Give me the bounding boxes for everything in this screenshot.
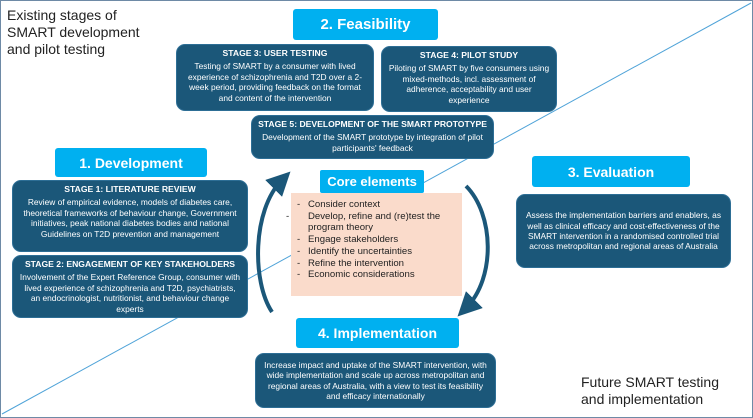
development-heading: 1. Development [55,148,207,177]
stage5-body: Development of the SMART prototype by in… [262,132,483,153]
core-item: Engage stakeholders [297,234,458,246]
feasibility-heading: 2. Feasibility [293,9,438,40]
core-item: Economic considerations [297,269,458,281]
implementation-box: Increase impact and uptake of the SMART … [255,353,496,408]
stage4-title: STAGE 4: PILOT STUDY [419,50,519,60]
stage1-literature-review-box: STAGE 1: LITERATURE REVIEW Review of emp… [12,180,248,252]
core-item: Consider context [297,199,458,211]
existing-stages-caption: Existing stages of SMART development and… [7,7,140,57]
right-cycle-arrow [457,184,490,317]
stage3-body: Testing of SMART by a consumer with live… [188,61,362,103]
stage2-body: Involvement of the Expert Reference Grou… [19,272,241,314]
implementation-body: Increase impact and uptake of the SMART … [264,359,487,401]
core-item: Refine the intervention [297,258,458,270]
core-item: Develop, refine and (re)test the program… [297,211,458,234]
stage3-title: STAGE 3: USER TESTING [222,48,328,58]
stage4-pilot-study-box: STAGE 4: PILOT STUDY Piloting of SMART b… [381,46,557,112]
evaluation-box: Assess the implementation barriers and e… [516,194,731,268]
stage3-user-testing-box: STAGE 3: USER TESTING Testing of SMART b… [176,44,374,111]
core-elements-panel: Consider context Develop, refine and (re… [291,193,462,296]
stage4-body: Piloting of SMART by five consumers usin… [388,63,550,105]
stage1-title: STAGE 1: LITERATURE REVIEW [64,184,196,194]
evaluation-heading: 3. Evaluation [532,156,690,187]
stage5-title: STAGE 5: DEVELOPMENT OF THE SMART PROTOT… [258,119,487,129]
left-cycle-arrow [256,171,291,314]
future-testing-caption: Future SMART testing and implementation [581,374,719,407]
core-item: Identify the uncertainties [297,246,458,258]
stage2-title: STAGE 2: ENGAGEMENT OF KEY STAKEHOLDERS [24,259,236,269]
stage1-body: Review of empirical evidence, models of … [23,197,237,239]
evaluation-body: Assess the implementation barriers and e… [525,210,722,252]
implementation-heading: 4. Implementation [296,318,459,348]
stage2-stakeholders-box: STAGE 2: ENGAGEMENT OF KEY STAKEHOLDERS … [12,255,248,318]
core-elements-title: Core elements [320,170,424,193]
stage5-prototype-box: STAGE 5: DEVELOPMENT OF THE SMART PROTOT… [251,115,494,159]
